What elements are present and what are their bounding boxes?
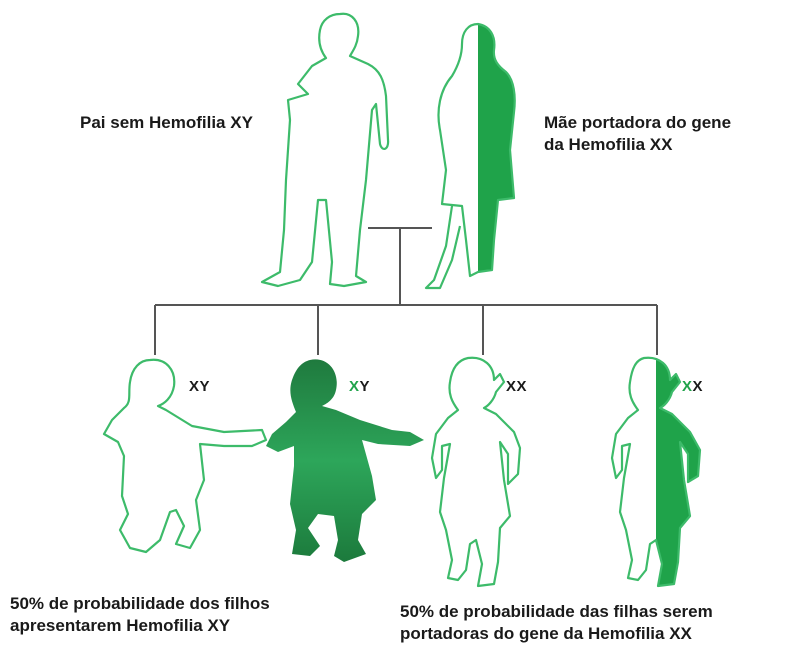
sons-probability-caption: 50% de probabilidade dos filhos apresent…: [10, 593, 270, 637]
child4-allele-a: X: [682, 378, 693, 395]
child2-genotype: XY: [349, 378, 370, 395]
child2-allele-b: Y: [360, 378, 371, 395]
child1-allele-a: X: [189, 378, 200, 395]
child4-genotype: XX: [682, 378, 703, 395]
daughters-probability-caption: 50% de probabilidade das filhas serem po…: [400, 601, 713, 645]
daughters-caption-line1: 50% de probabilidade das filhas serem: [400, 601, 713, 623]
child1-genotype: XY: [189, 378, 210, 395]
mother-label-line2: da Hemofilia XX: [544, 134, 731, 156]
child1-allele-b: Y: [200, 378, 211, 395]
daughters-caption-line2: portadoras do gene da Hemofilia XX: [400, 623, 713, 645]
father-silhouette: [262, 14, 388, 286]
mother-label-line1: Mãe portadora do gene: [544, 112, 731, 134]
mother-label: Mãe portadora do gene da Hemofilia XX: [544, 112, 731, 156]
child2-allele-a: X: [349, 378, 360, 395]
mother-silhouette: [426, 24, 515, 288]
child3-genotype: XX: [506, 378, 527, 395]
child1-silhouette: [104, 360, 266, 552]
father-label: Pai sem Hemofilia XY: [80, 112, 253, 134]
child3-allele-a: X: [506, 378, 517, 395]
pedigree-lines: [155, 228, 657, 355]
sons-caption-line1: 50% de probabilidade dos filhos: [10, 593, 270, 615]
child3-allele-b: X: [517, 378, 528, 395]
child4-allele-b: X: [693, 378, 704, 395]
sons-caption-line2: apresentarem Hemofilia XY: [10, 615, 270, 637]
child2-silhouette: [266, 359, 424, 562]
